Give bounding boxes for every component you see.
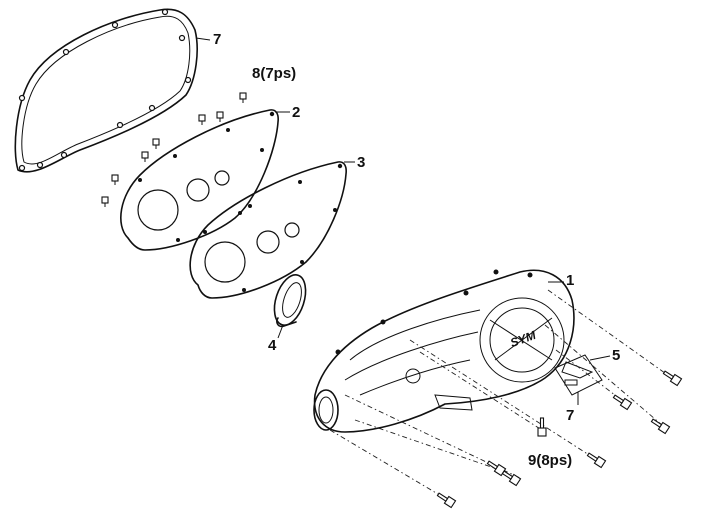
part-6-outer-gasket (14, 8, 211, 173)
part-1-main-cover (313, 269, 575, 433)
callout-5: 5 (612, 347, 621, 364)
part-8-screws (101, 92, 247, 207)
part-9-bolts (436, 370, 683, 509)
callout-2: 2 (292, 104, 301, 121)
part-2-inner-plate (120, 109, 290, 251)
callout-3: 3 (357, 154, 366, 171)
part-3-outer-plate (189, 161, 355, 299)
part-5-7-plate (554, 354, 611, 405)
callout-9: 9(8ps) (528, 452, 573, 469)
callout-6: 7 (213, 31, 222, 48)
callout-8: 8(7ps) (252, 65, 297, 82)
callout-7: 7 (566, 407, 575, 424)
alignment-lines (329, 289, 673, 501)
callout-1: 1 (566, 272, 575, 289)
callout-4: 4 (268, 337, 277, 354)
part-4-seal (273, 274, 307, 339)
